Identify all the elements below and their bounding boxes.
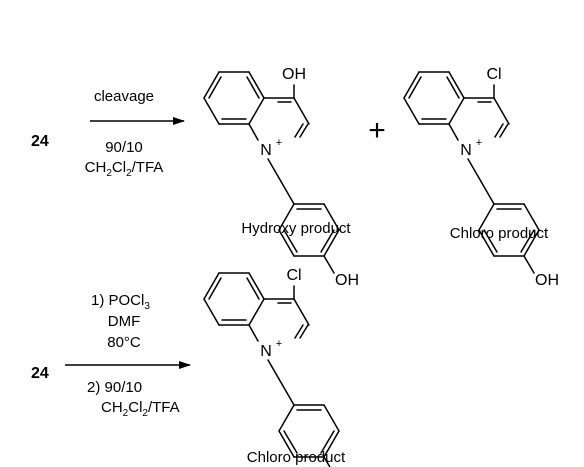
positive-charge-label: +	[276, 137, 282, 149]
nitrogen-atom-label: N	[460, 142, 472, 159]
phenol-oh-label: OH	[335, 272, 359, 289]
chloro-product-structure: Cl N + OH	[203, 267, 340, 467]
hydroxy-product-structure: OH N + OH	[203, 66, 359, 289]
reaction-condition-dmf: DMF	[108, 313, 141, 330]
reaction-condition-solvent: CH2Cl2/TFA	[85, 159, 164, 179]
reaction-condition-step1: 1) POCl3	[91, 292, 150, 312]
nitrogen-atom-label: N	[260, 142, 272, 159]
hydroxy-product-caption: Hydroxy product	[241, 220, 351, 237]
reaction-condition-step2: 2) 90/10	[87, 379, 142, 396]
chloro-product-caption: Chloro product	[247, 449, 346, 466]
reaction-condition-temperature: 80°C	[107, 334, 141, 351]
positive-charge-label: +	[476, 137, 482, 149]
reactant-24-label: 24	[31, 365, 49, 382]
reactant-24-label: 24	[31, 133, 49, 150]
nitrogen-atom-label: N	[260, 343, 272, 360]
reaction-condition-solvent: CH2Cl2/TFA	[101, 399, 180, 419]
chloro-product-caption: Chloro product	[450, 225, 549, 242]
plus-sign: +	[368, 114, 386, 147]
chloro-product-structure: Cl N + OH	[403, 66, 559, 289]
positive-charge-label: +	[276, 338, 282, 350]
reaction-2: 24 1) POCl3 DMF 80°C 2) 90/10 CH2Cl2/TFA…	[31, 267, 346, 467]
reaction-condition-cleavage: cleavage	[94, 88, 154, 105]
chloro-group-label: Cl	[286, 267, 301, 284]
reaction-1: 24 cleavage 90/10 CH2Cl2/TFA OH N + OH H…	[31, 66, 559, 289]
phenol-oh-label: OH	[535, 272, 559, 289]
chloro-group-label: Cl	[486, 66, 501, 83]
reaction-condition-ratio: 90/10	[105, 139, 143, 156]
hydroxyl-group-label: OH	[282, 66, 306, 83]
